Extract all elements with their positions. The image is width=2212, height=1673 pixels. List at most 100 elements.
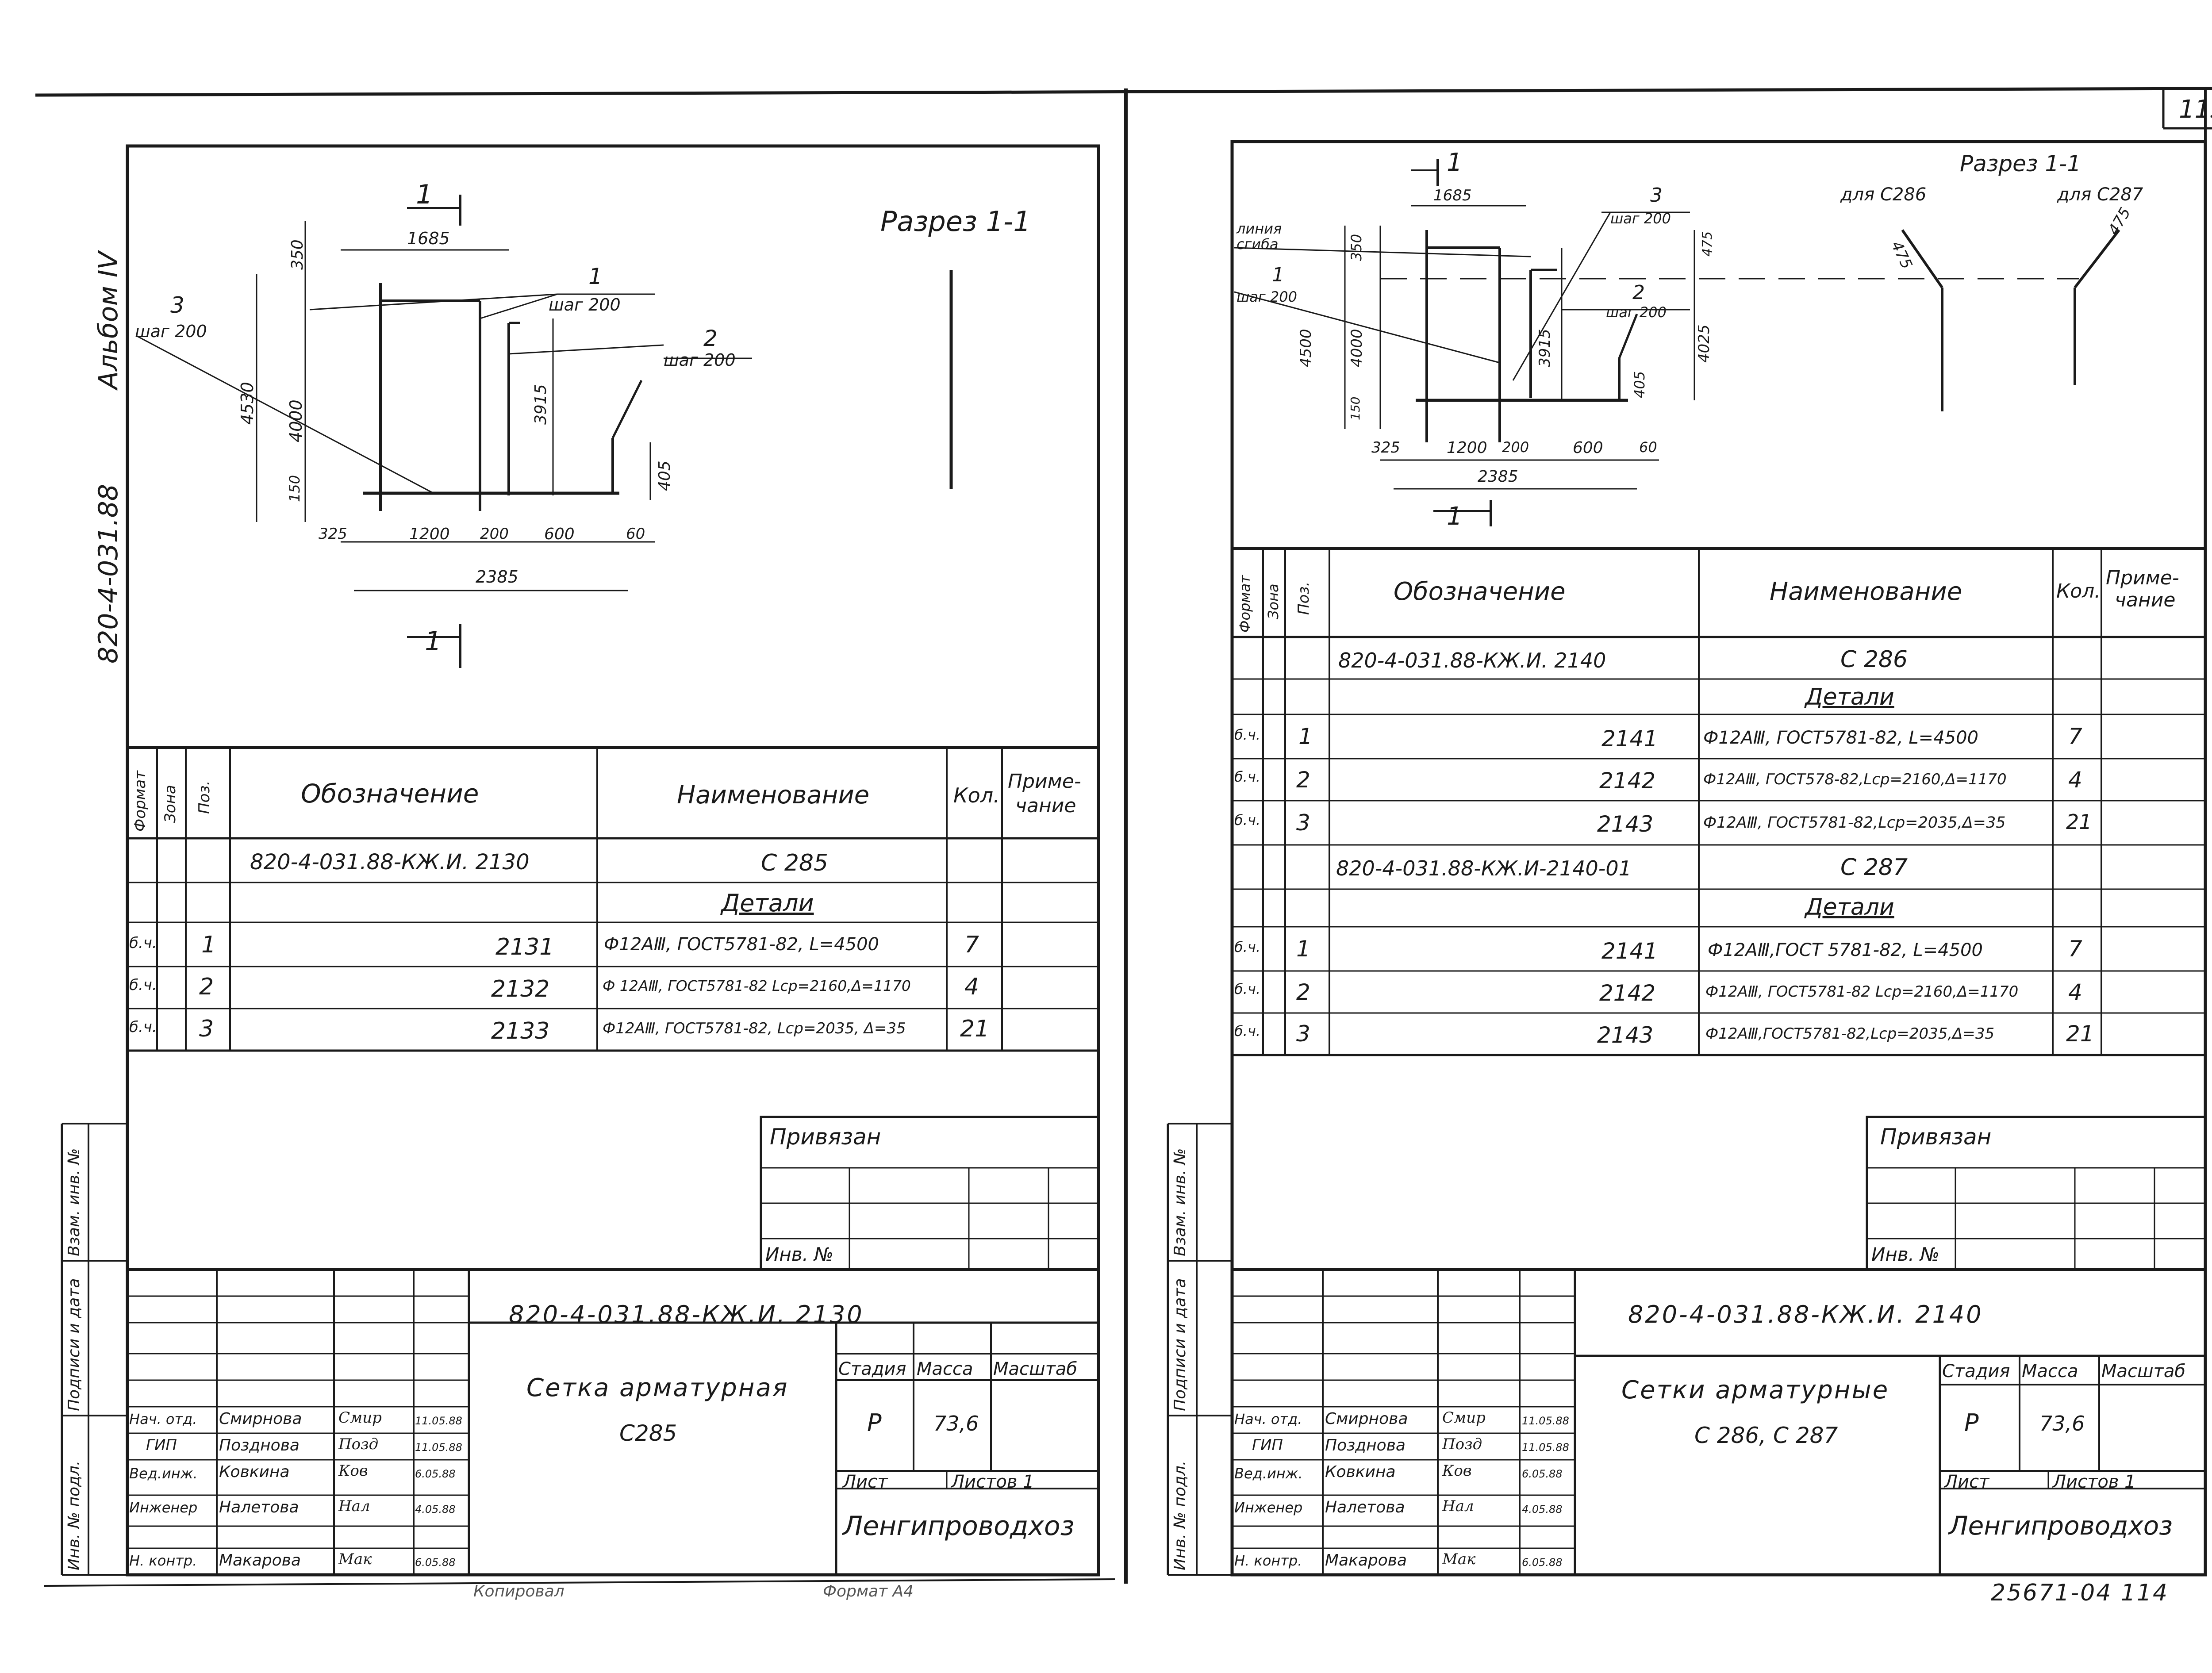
side-stamp-vzam: Взам. инв. № [1171,1148,1189,1256]
spec-qty: 4 [2068,767,2082,793]
side-stamp-vzam: Взам. инв. № [65,1148,83,1256]
signer-role: Инженер [1234,1499,1303,1516]
spec-qty: 7 [2068,936,2082,962]
right-rebar-drawing [1234,159,2120,526]
mass-value: 73,6 [933,1412,979,1435]
spec-designation: 2142 [1599,980,1656,1006]
signer-date: 11.05.88 [415,1441,462,1454]
spec-header-qty: Кол. [953,783,1000,807]
organization: Ленгипроводхоз [843,1511,1075,1542]
mass-header: Масса [2022,1361,2078,1381]
signer-name: Налетова [219,1498,299,1516]
signer-date: 6.05.88 [1522,1556,1563,1569]
signer-date: 6.05.88 [415,1556,456,1569]
signer-signature: Мак [338,1550,372,1568]
dim-label: 200 [1502,439,1529,456]
spec-pos: 2 [1296,767,1310,793]
sheets-count: Листов 1 [2053,1472,2136,1492]
dim-label: 60 [1639,439,1657,456]
spec-name: Детали [1805,894,1894,921]
callout-num: 3 [1650,184,1663,207]
dim-label: 4000 [286,399,306,442]
signer-name: Макарова [1325,1551,1407,1569]
spec-format: б.ч. [129,976,157,994]
spec-name: Ф 12АⅢ, ГОСТ5781-82 Lср=2160,Δ=1170 [603,977,911,994]
spec-designation: 2143 [1597,811,1654,837]
stage-header: Стадия [838,1359,906,1379]
bottom-format-fragment: Формат А4 [823,1582,914,1600]
dim-label: 475 [1700,231,1715,257]
spec-pos: 1 [1296,936,1310,962]
signer-name: Позднова [1325,1436,1406,1454]
album-side-album: Альбом IV [93,251,124,389]
spec-name: Ф12АⅢ, ГОСТ5781-82, Lср=2035, Δ=35 [603,1020,906,1037]
callout-num: 2 [703,326,718,351]
spec-name: Детали [721,889,814,917]
privyazan-label: Привязан [770,1124,881,1150]
spec-name: Ф12АⅢ, ГОСТ5781-82, L=4500 [604,934,879,955]
inv-no-label: Инв. № [765,1243,834,1265]
spec-header-designation: Обозначение [1394,577,1566,606]
dim-label: 200 [480,525,509,543]
signer-date: 4.05.88 [415,1503,456,1516]
title-name-line2: С285 [619,1420,677,1446]
dim-label: 405 [1631,371,1648,398]
dim-label: 60 [626,525,645,543]
mass-header: Масса [917,1359,973,1379]
spec-pos: 1 [201,932,216,958]
dim-label: 2385 [1478,468,1518,486]
spec-pos: 2 [1296,979,1310,1005]
signer-name: Налетова [1325,1498,1405,1516]
callout-num: 1 [588,264,603,289]
spec-header-note: Приме- [1008,770,1081,793]
spec-name: С 287 [1840,854,1908,881]
spec-name: С 285 [761,850,829,876]
signer-signature: Позд [338,1435,379,1453]
signer-role: Н. контр. [129,1552,197,1569]
signer-name: Смирнова [219,1410,302,1428]
spec-pos: 2 [199,974,214,1000]
dim-label: 600 [544,525,575,543]
dim-label: 150 [286,475,303,502]
spec-designation: 820-4-031.88-КЖ.И-2140-01 [1336,856,1632,880]
dim-label: 4530 [238,382,257,425]
spec-header-zone: Зона [161,785,179,823]
label-for-c286: для С286 [1840,184,1927,205]
spec-name: Ф12АⅢ,ГОСТ5781-82,Lср=2035,Δ=35 [1705,1025,1995,1043]
spec-pos: 3 [1296,1021,1310,1047]
spec-header-pos: Поз. [196,780,213,814]
spec-designation: 2131 [495,934,554,960]
bend-line-label: линия сгиба [1237,220,1282,253]
right-cut-mark-bottom: 1 [1447,502,1463,531]
spec-header-name: Наименование [1770,577,1962,606]
title-name-line2: С 286, С 287 [1694,1423,1838,1448]
dim-label: 405 [656,460,674,491]
signer-name: Смирнова [1325,1410,1408,1428]
spec-name: Детали [1805,684,1894,710]
spec-name: Ф12АⅢ,ГОСТ 5781-82, L=4500 [1708,940,1983,960]
mass-value: 73,6 [2039,1412,2085,1435]
page-number: 113 [2179,95,2212,124]
side-stamp-signatures: Подписи и дата [65,1278,83,1411]
title-name-line1: Сетка арматурная [526,1374,789,1402]
callout-step: шаг 200 [549,295,621,315]
spec-designation: 2132 [491,976,550,1002]
spec-designation: 2142 [1599,768,1656,794]
dim-label: 325 [1371,439,1400,457]
signer-date: 11.05.88 [415,1415,462,1427]
stage-value: Р [867,1409,882,1437]
spec-format: б.ч. [1234,1023,1260,1040]
signer-role: Инженер [129,1499,198,1516]
signer-signature: Нал [338,1497,370,1515]
spec-pos: 1 [1298,724,1313,749]
spec-designation: 2141 [1601,726,1658,752]
spec-format: б.ч. [1234,768,1260,785]
signer-signature: Смир [338,1409,382,1427]
signer-name: Позднова [219,1436,300,1454]
dim-label: 4000 [1348,329,1366,367]
spec-designation: 820-4-031.88-КЖ.И. 2140 [1338,648,1606,672]
spec-designation: 820-4-031.88-КЖ.И. 2130 [250,850,530,875]
title-code: 820-4-031.88-КЖ.И. 2140 [1628,1301,1983,1328]
spec-pos: 3 [1296,810,1310,836]
